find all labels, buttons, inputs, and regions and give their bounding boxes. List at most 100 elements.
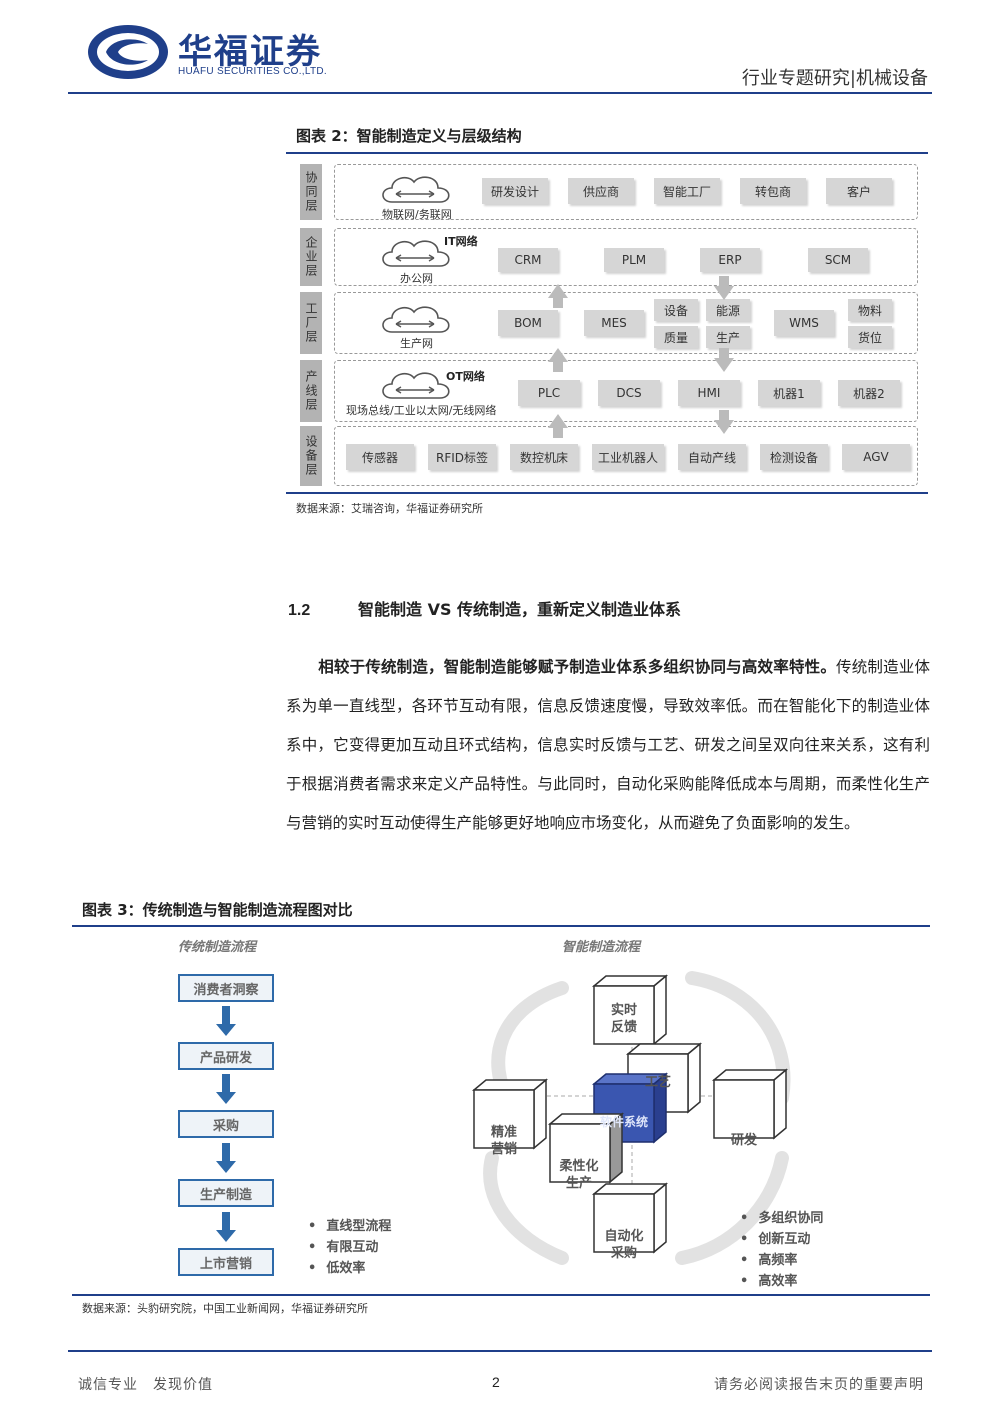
module-smart-factory: 智能工厂 — [654, 178, 720, 204]
cube-label-marketing: 精准 营销 — [490, 1125, 517, 1157]
section-heading: 1.2 智能制造 VS 传统制造，重新定义制造业体系 — [288, 596, 681, 620]
module-bom: BOM — [498, 310, 558, 336]
report-category: 行业专题研究|机械设备 — [741, 68, 928, 89]
flow-step-marketing: 上市营销 — [178, 1248, 274, 1276]
layer-label-enterprise: 企业层 — [300, 228, 322, 286]
network-tag-ot: OT网络 — [446, 370, 485, 383]
cycle-arrow-icon — [483, 1151, 569, 1265]
arrow-down-icon — [714, 348, 734, 372]
module-energy: 能源 — [706, 299, 750, 321]
module-plc: PLC — [518, 380, 580, 406]
page-number: 2 — [492, 1374, 500, 1390]
figure3-top-rule — [72, 925, 930, 927]
layer-box-device — [334, 426, 918, 486]
layer-box-enterprise — [334, 228, 918, 286]
network-tag-it: IT网络 — [444, 235, 478, 248]
module-supplier: 供应商 — [568, 178, 634, 204]
cube-label-flex-production: 柔性化 生产 — [559, 1159, 599, 1191]
arrow-down-icon — [216, 1143, 236, 1173]
cube-label-feedback: 实时 反馈 — [610, 1003, 637, 1035]
layer-box-line — [334, 360, 918, 422]
module-inspection: 检测设备 — [760, 444, 828, 470]
smart-traits: 多组织协同 创新互动 高频率 高效率 — [740, 1208, 823, 1292]
cube-label-software: 软件系统 — [599, 1115, 648, 1129]
layer-label-line: 产线层 — [300, 360, 322, 422]
footer-slogan: 诚信专业 发现价值 — [78, 1377, 213, 1393]
paragraph-lead: 相较于传统制造，智能制造能够赋予制造业体系多组织协同与高效率特性。 — [318, 658, 837, 676]
module-auto-line: 自动产线 — [678, 444, 746, 470]
logo-text-en: HUAFU SECURITIES CO.,LTD. — [178, 66, 327, 77]
trait-item: 高频率 — [740, 1250, 823, 1271]
cloud-network-icon — [382, 240, 450, 267]
module-dcs: DCS — [598, 380, 660, 406]
module-scm: SCM — [808, 248, 868, 272]
cube-label-auto-procurement: 自动化 采购 — [604, 1229, 644, 1261]
module-equipment: 设备 — [654, 299, 698, 321]
section-title: 智能制造 VS 传统制造，重新定义制造业体系 — [358, 600, 682, 619]
figure2-title: 图表 2：智能制造定义与层级结构 — [296, 127, 522, 145]
network-label-collab: 物联网/务联网 — [382, 208, 452, 221]
module-erp: ERP — [700, 248, 760, 272]
arrow-up-icon — [548, 284, 568, 308]
cube-label-rnd: 研发 — [730, 1133, 757, 1148]
network-label-line: 现场总线/工业以太网/无线网络 — [346, 404, 497, 417]
figure2-source: 数据来源：艾瑞咨询，华福证券研究所 — [296, 502, 483, 515]
module-plm: PLM — [604, 248, 664, 272]
trait-item: 直线型流程 — [308, 1216, 391, 1237]
smart-cube-diagram — [471, 971, 791, 1265]
module-crm: CRM — [498, 248, 558, 272]
module-industrial-robot: 工业机器人 — [592, 444, 664, 470]
smart-flow-heading: 智能制造流程 — [562, 940, 641, 955]
arrow-down-icon — [216, 1006, 236, 1036]
traditional-flow-heading: 传统制造流程 — [178, 940, 257, 955]
layer-flow-arrows — [548, 276, 734, 438]
figure3-diagram: 传统制造流程 消费者洞察 产品研发 采购 生产制造 上市营销 直线型流程 有限互… — [72, 928, 930, 1293]
company-logo: 华福证券 HUAFU SECURITIES CO.,LTD. — [86, 22, 346, 82]
network-label-factory: 生产网 — [400, 337, 433, 350]
header-divider — [68, 92, 932, 94]
network-label-enterprise: 办公网 — [400, 272, 433, 285]
layer-label-collab: 协同层 — [300, 164, 322, 220]
module-cnc: 数控机床 — [510, 444, 578, 470]
arrow-down-icon — [216, 1074, 236, 1104]
figure2-diagram: 协同层 企业层 工厂层 产线层 设备层 物联网/务联网 IT网络 办公网 生产网… — [286, 156, 928, 490]
figure3-title: 图表 3：传统制造与智能制造流程图对比 — [82, 901, 353, 919]
module-sensor: 传感器 — [346, 444, 414, 470]
logo-text-cn: 华福证券 — [178, 32, 322, 72]
cloud-network-icon — [382, 306, 450, 333]
figure2-bottom-rule — [286, 492, 928, 494]
module-machine-1: 机器1 — [758, 380, 820, 406]
module-customer: 客户 — [826, 178, 892, 204]
module-machine-2: 机器2 — [838, 380, 900, 406]
flow-step-procurement: 采购 — [178, 1110, 274, 1138]
footer-disclaimer: 请务必阅读报告末页的重要声明 — [714, 1377, 924, 1393]
trait-item: 多组织协同 — [740, 1208, 823, 1229]
arrow-down-icon — [714, 276, 734, 300]
figure2-top-rule — [286, 152, 928, 154]
cloud-network-icon — [382, 176, 450, 203]
cube-label-craft: 工艺 — [644, 1075, 671, 1090]
traditional-traits: 直线型流程 有限互动 低效率 — [308, 1216, 391, 1279]
module-wms: WMS — [774, 310, 834, 336]
arrow-down-icon — [216, 1212, 236, 1242]
module-location: 货位 — [848, 326, 892, 348]
layer-box-collab — [334, 164, 918, 220]
trait-item: 有限互动 — [308, 1237, 391, 1258]
flow-step-product-rnd: 产品研发 — [178, 1042, 274, 1070]
paragraph-body: 传统制造业体系为单一直线型，各环节互动有限，信息反馈速度慢，导致效率低。而在智能… — [286, 658, 930, 832]
section-number: 1.2 — [288, 602, 311, 619]
layer-label-factory: 工厂层 — [300, 292, 322, 354]
flow-step-consumer-insight: 消费者洞察 — [178, 974, 274, 1002]
module-agv: AGV — [842, 444, 910, 470]
trait-item: 高效率 — [740, 1271, 823, 1292]
module-mes: MES — [584, 310, 644, 336]
module-material: 物料 — [848, 299, 892, 321]
footer-divider — [68, 1350, 932, 1352]
module-hmi: HMI — [678, 380, 740, 406]
module-rfid: RFID标签 — [428, 444, 496, 470]
section-paragraph: 相较于传统制造，智能制造能够赋予制造业体系多组织协同与高效率特性。传统制造业体系… — [286, 648, 930, 843]
cloud-network-icon — [382, 372, 450, 399]
module-rnd-design: 研发设计 — [482, 178, 548, 204]
figure3-source: 数据来源：头豹研究院，中国工业新闻网，华福证券研究所 — [82, 1302, 368, 1315]
module-quality: 质量 — [654, 326, 698, 348]
